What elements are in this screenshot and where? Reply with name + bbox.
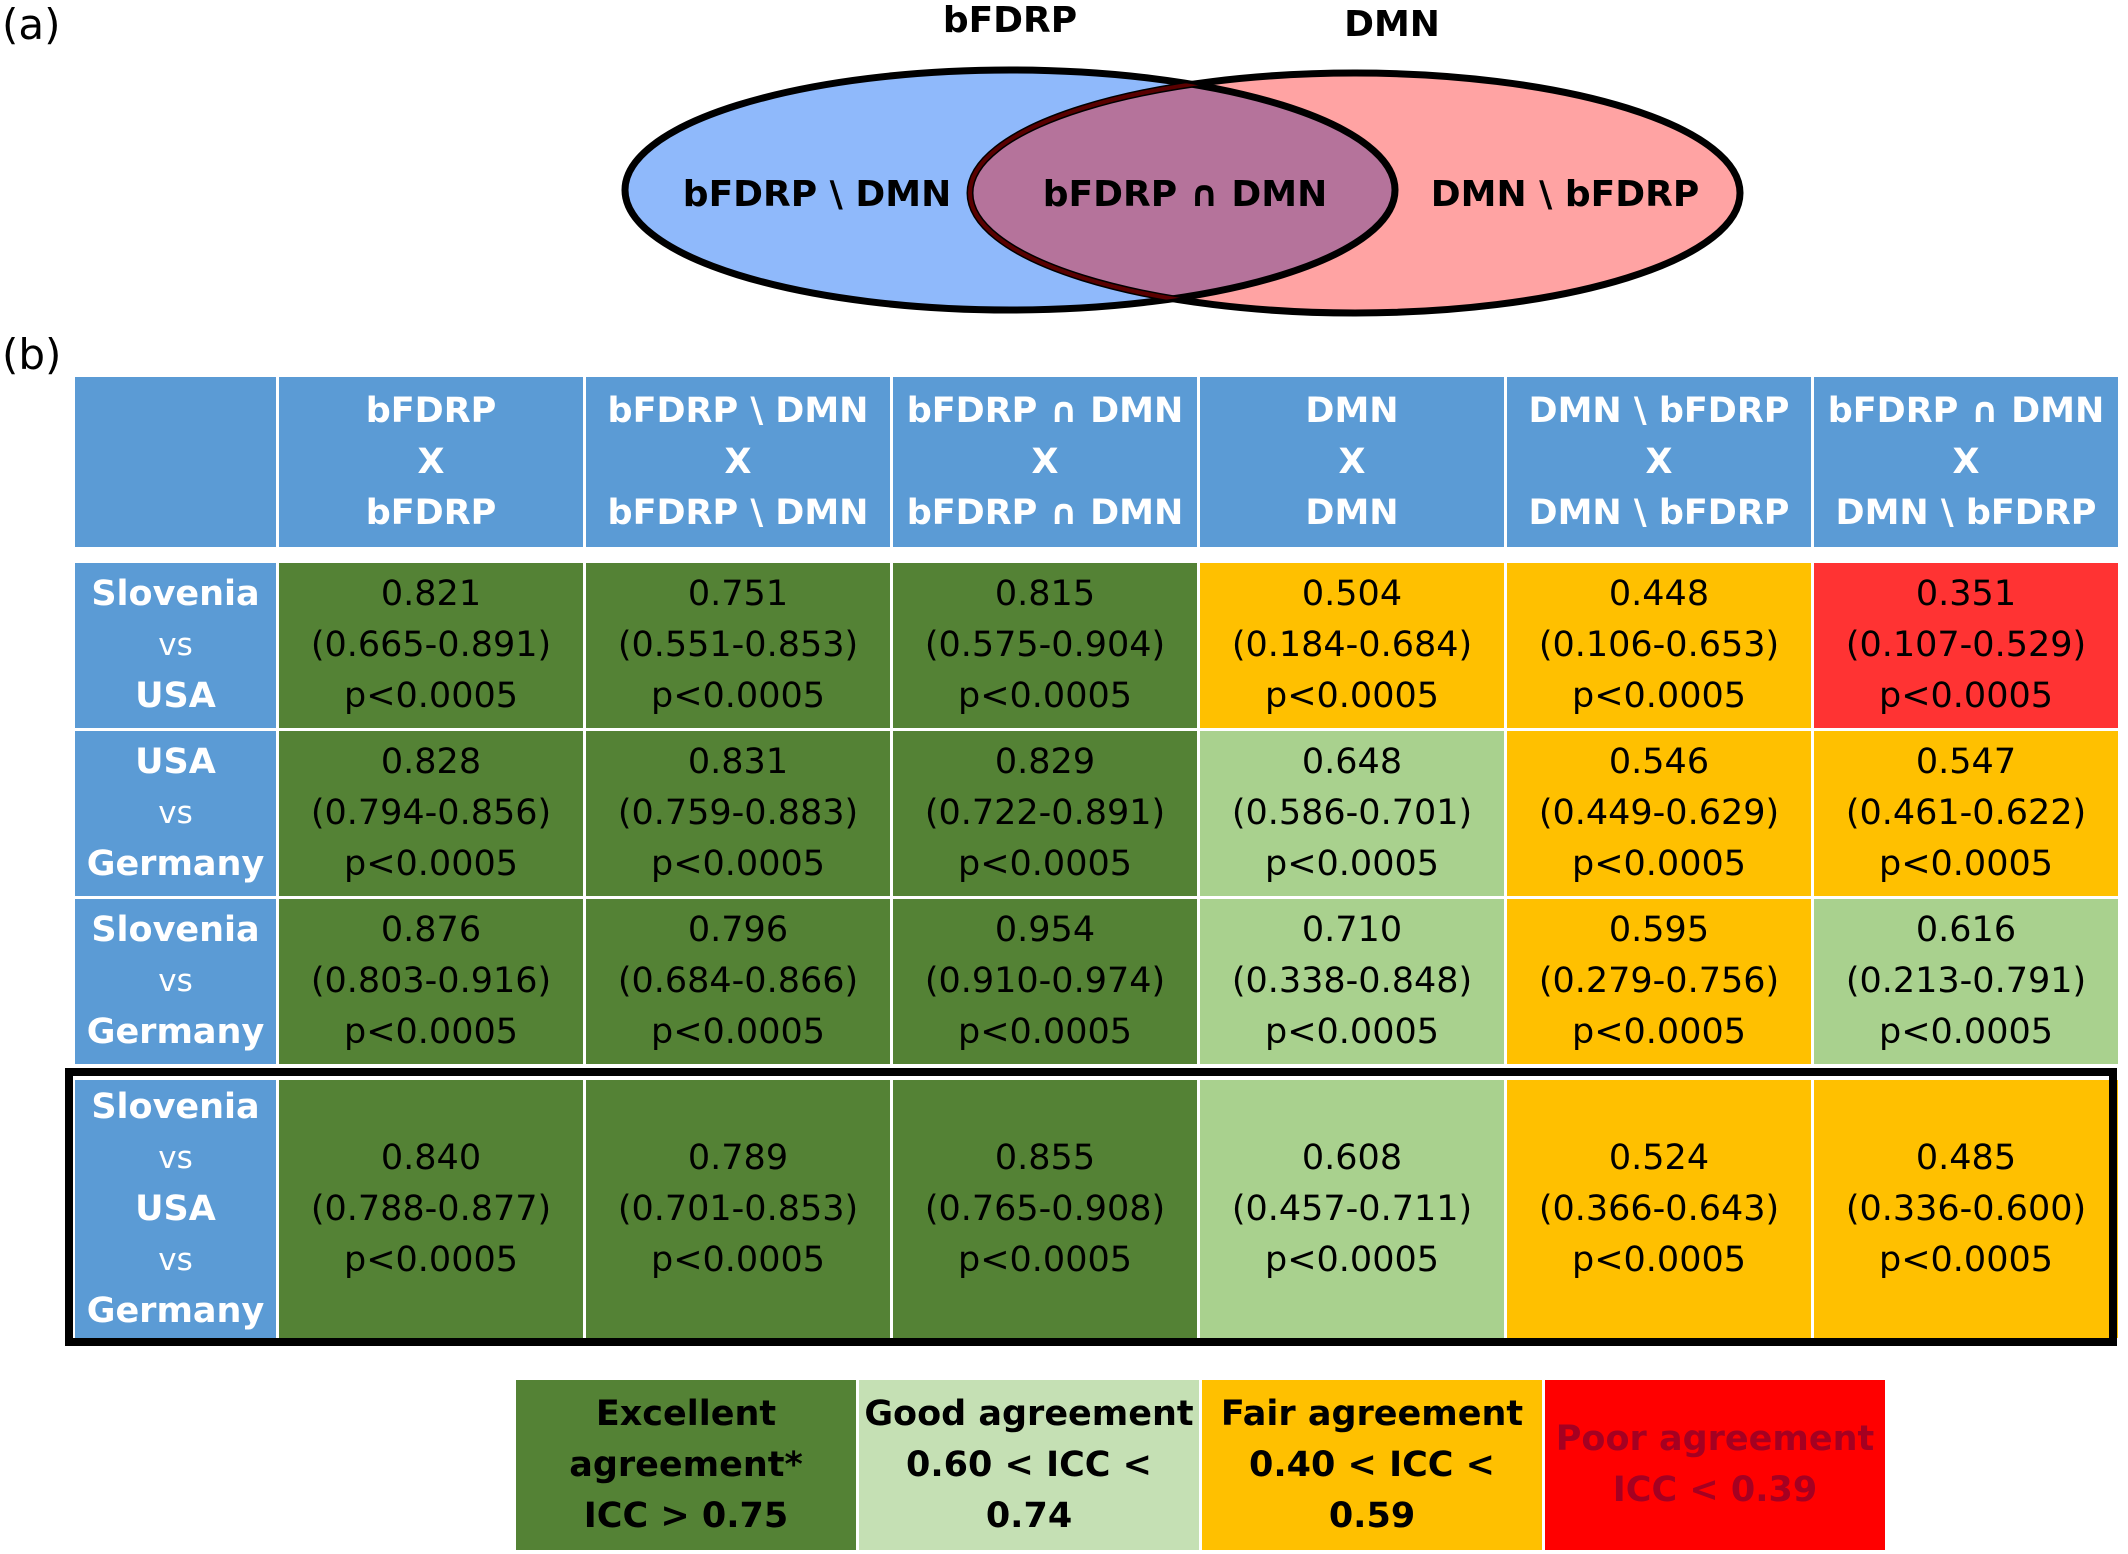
icc-cell: 0.504(0.184-0.684)p<0.0005 — [1197, 560, 1507, 731]
icc-cell: 0.595(0.279-0.756)p<0.0005 — [1504, 896, 1814, 1067]
icc-cell: 0.547(0.461-0.622)p<0.0005 — [1811, 728, 2121, 899]
icc-cell: 0.954(0.910-0.974)p<0.0005 — [890, 896, 1200, 1067]
icc-cell: 0.608(0.457-0.711)p<0.0005 — [1197, 1077, 1507, 1341]
icc-cell: 0.448(0.106-0.653)p<0.0005 — [1504, 560, 1814, 731]
icc-cell: 0.485(0.336-0.600)p<0.0005 — [1811, 1077, 2121, 1341]
icc-cell: 0.796(0.684-0.866)p<0.0005 — [583, 896, 893, 1067]
panel-a-label: (a) — [2, 0, 61, 49]
icc-cell: 0.710(0.338-0.848)p<0.0005 — [1197, 896, 1507, 1067]
icc-cell: 0.648(0.586-0.701)p<0.0005 — [1197, 728, 1507, 899]
icc-cell: 0.876(0.803-0.916)p<0.0005 — [276, 896, 586, 1067]
icc-cell: 0.855(0.765-0.908)p<0.0005 — [890, 1077, 1200, 1341]
icc-cell: 0.829(0.722-0.891)p<0.0005 — [890, 728, 1200, 899]
icc-cell: 0.751(0.551-0.853)p<0.0005 — [583, 560, 893, 731]
table-corner-cell — [72, 374, 279, 550]
icc-cell: 0.828(0.794-0.856)p<0.0005 — [276, 728, 586, 899]
icc-cell: 0.821(0.665-0.891)p<0.0005 — [276, 560, 586, 731]
venn-intersection — [970, 73, 1395, 310]
venn-right-set-title: DMN — [1344, 4, 1440, 45]
icc-cell: 0.831(0.759-0.883)p<0.0005 — [583, 728, 893, 899]
venn-right-only-label: DMN \ bFDRP — [1431, 174, 1699, 215]
icc-cell: 0.616(0.213-0.791)p<0.0005 — [1811, 896, 2121, 1067]
icc-cell: 0.351(0.107-0.529)p<0.0005 — [1811, 560, 2121, 731]
icc-cell: 0.546(0.449-0.629)p<0.0005 — [1504, 728, 1814, 899]
venn-intersection-label: bFDRP ∩ DMN — [1043, 174, 1327, 215]
venn-left-set-title: bFDRP — [943, 0, 1077, 41]
venn-diagram: bFDRP DMN bFDRP \ DMN bFDRP ∩ DMN DMN \ … — [621, 0, 1744, 317]
icc-cell: 0.789(0.701-0.853)p<0.0005 — [583, 1077, 893, 1341]
panel-b-label: (b) — [2, 330, 62, 379]
icc-cell: 0.840(0.788-0.877)p<0.0005 — [276, 1077, 586, 1341]
venn-left-only-label: bFDRP \ DMN — [683, 174, 951, 215]
venn-left-outline — [621, 66, 1399, 314]
icc-cell: 0.524(0.366-0.643)p<0.0005 — [1504, 1077, 1814, 1341]
icc-cell: 0.815(0.575-0.904)p<0.0005 — [890, 560, 1200, 731]
